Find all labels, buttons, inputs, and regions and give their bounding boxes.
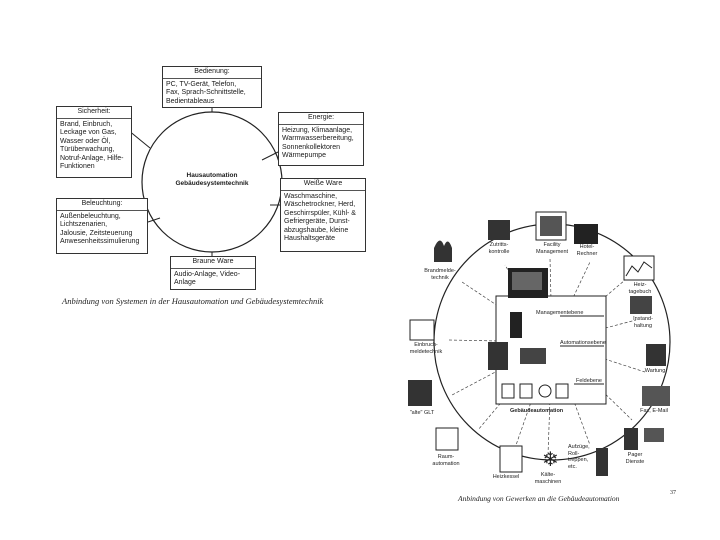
box-weisse-ware-title: Weiße Ware [281,179,365,191]
trade-zutritt: Zutritts- kontrolle [488,242,510,255]
box-sicherheit-body: Brand, Einbruch, Leckage von Gas, Wasser… [60,120,124,171]
box-sicherheit: Sicherheit: Brand, Einbruch, Leckage von… [56,106,132,178]
box-bedienung-body: PC, TV-Gerät, Telefon, Fax, Sprach-Schni… [166,80,246,105]
box-weisse-ware: Weiße Ware Waschmaschine, Wäschetrockner… [280,178,366,252]
trade-heiztagebuch: Heiz- tagebuch [628,282,652,295]
trade-aufzuege: Aufzüge, Roll- treppen, etc. [568,444,590,470]
fire-icon [434,240,452,262]
box-energie: Energie: Heizung, Klimaanlage, Warmwasse… [278,112,364,166]
level-automation: Automationsebene [560,340,606,346]
maintenance-binders-icon [646,344,666,366]
fax-icon [642,386,670,406]
left-center-label: Hausautomation Gebäudesystemtechnik [175,172,249,187]
server-screen-icon [512,272,542,290]
old-glt-computer-icon [408,380,432,406]
sensor-icon-2 [519,383,533,399]
intrusion-sign-icon [409,319,435,341]
heating-chart-icon [623,255,655,281]
actuator-icon [555,383,569,399]
hotel-computer-icon [574,224,598,244]
trade-brandmelde: Brandmelde- technik [424,268,456,281]
box-braune-ware-body: Audio-Anlage, Video- Anlage [174,270,241,287]
box-beleuchtung-title: Beleuchtung: [57,199,147,211]
trade-wartung: Wartung [644,368,666,374]
motor-icon [538,384,552,398]
level-management: Managementebene [536,310,584,316]
connector-energie [261,151,279,161]
boiler-icon [499,445,523,473]
trade-hotel: Hotel- Rechner [576,244,598,257]
door-access-icon [488,220,510,240]
elevator-icon [596,448,608,476]
trade-fax: Fax, E-Mail [640,408,668,414]
right-caption: Anbindung von Gewerken an die Gebäudeaut… [458,494,620,503]
connector-beleuchtung [147,217,161,223]
trade-pager: Pager Dienste [625,452,645,465]
trade-alte-glt: "alte" GLT [409,410,435,416]
box-bedienung: Bedienung: PC, TV-Gerät, Telefon, Fax, S… [162,66,262,108]
trade-facility: Facility Management [535,242,569,255]
pager-icon [624,428,638,450]
tools-icon [630,296,652,314]
trade-einbruch: Einbruch- meldetechnik [409,342,443,355]
left-caption: Anbindung von Systemen in der Hausautoma… [62,296,324,306]
box-bedienung-title: Bedienung: [163,67,261,79]
trade-instandhaltung: Instand- haltung [633,316,653,329]
box-energie-body: Heizung, Klimaanlage, Warmwasserbereitun… [282,126,354,160]
box-braune-ware: Braune Ware Audio-Anlage, Video- Anlage [170,256,256,290]
right-center-label: Gebäudeautomation [510,408,564,414]
page-number: 37 [670,490,676,496]
box-beleuchtung: Beleuchtung: Außenbeleuchtung, Lichtszen… [56,198,148,254]
box-weisse-ware-body: Waschmaschine, Wäschetrockner, Herd, Ges… [284,192,356,243]
tower-pc-icon [510,312,522,338]
box-sicherheit-title: Sicherheit: [57,107,131,119]
box-braune-ware-title: Braune Ware [171,257,255,269]
sensor-icon-1 [501,383,515,399]
controller-rack-icon [488,342,508,370]
trade-heizkessel: Heizkessel [492,474,520,480]
room-automation-icon [435,427,459,451]
snowflake-icon: ❄ [542,447,559,471]
facility-columns-icon [540,216,562,236]
printer-icon [644,428,664,442]
heating-chart-line-icon [625,261,653,277]
box-beleuchtung-body: Außenbeleuchtung, Lichtszenarien, Jalous… [60,212,140,246]
level-field: Feldebene [576,378,602,384]
monitor-icon [520,348,546,364]
box-energie-title: Energie: [279,113,363,125]
trade-kaelte: Kälte- maschinen [534,472,562,485]
trade-raumautomation: Raum- automation [432,454,460,467]
